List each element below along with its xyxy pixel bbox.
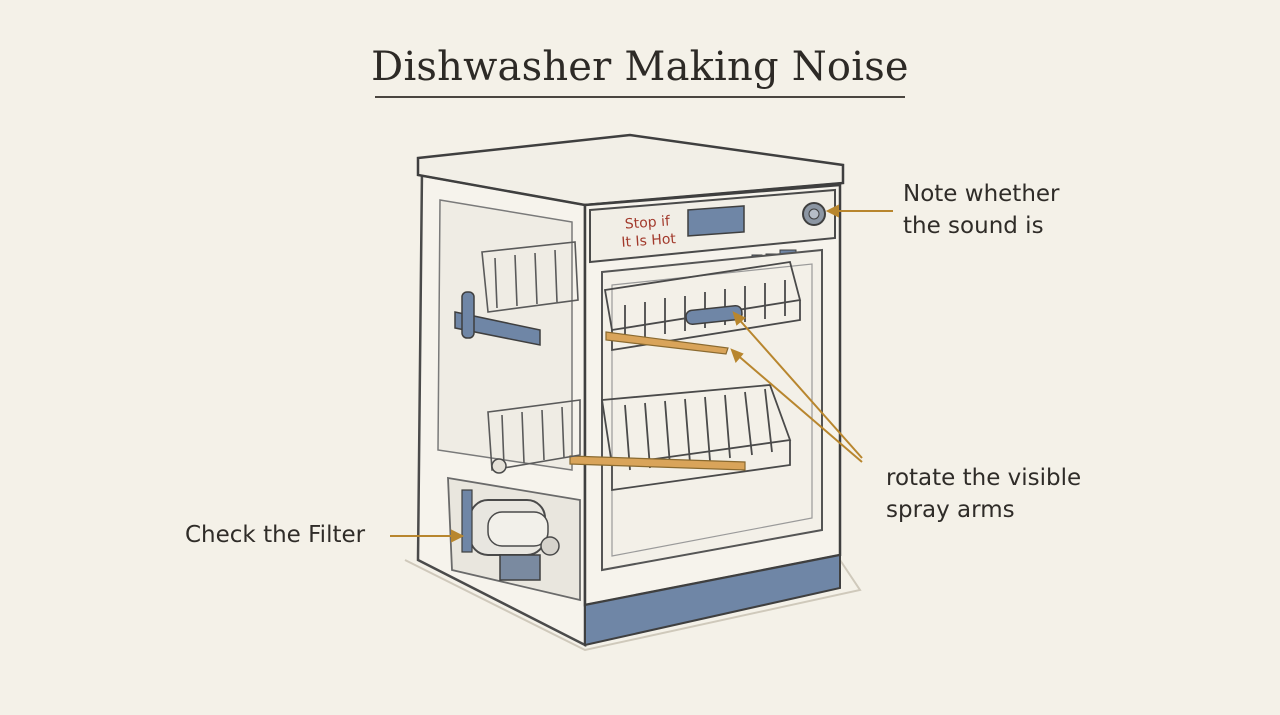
callout-arrows [390,204,893,543]
pump-assembly [469,499,560,581]
upper-spray-arm [605,331,729,355]
callout-filter: Check the Filter [185,519,365,551]
arrow-spray-lower [734,352,863,463]
floor-shadow [404,559,862,652]
lower-rack [600,384,792,492]
title-underline [375,96,905,98]
callout-filter-line1: Check the Filter [185,522,366,548]
callout-rotate-line2: spray arms [886,497,1015,523]
tub-opening [601,248,823,572]
panel-warning-label: Stop if It Is Hot [611,212,685,253]
side-rail-handle [454,311,541,346]
pump-base [461,489,473,553]
page-title: Dishwasher Making Noise [371,44,909,90]
display-screen [687,205,745,237]
rack-wheel [491,458,507,474]
callout-note: Note whether the sound is [903,178,1060,242]
toe-kick [584,553,841,647]
callout-note-line2: the sound is [903,213,1044,239]
arrow-spray-upper [735,315,863,459]
lower-spray-arm [569,455,746,471]
side-racks [481,241,581,471]
callout-note-line1: Note whether [903,181,1060,207]
callout-rotate-line1: rotate the visible [886,465,1082,491]
upper-rack-handle [685,304,743,326]
callout-rotate: rotate the visible spray arms [886,462,1081,526]
